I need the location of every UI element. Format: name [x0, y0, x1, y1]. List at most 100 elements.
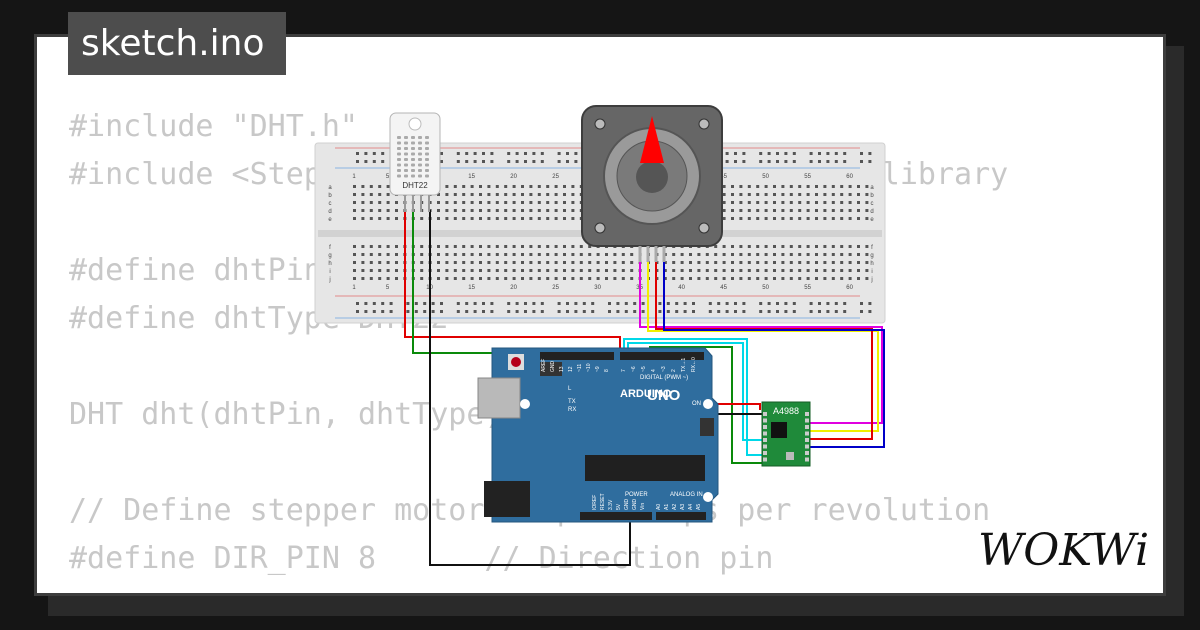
pin-label: A0	[656, 504, 662, 510]
column-number: 55	[804, 285, 811, 291]
pin-label: GND	[624, 499, 630, 511]
pin-label: ~5	[641, 366, 647, 372]
pin-label: A4	[688, 504, 694, 510]
row-letter: a	[328, 185, 332, 191]
column-number: 20	[510, 285, 517, 291]
column-number: 30	[594, 285, 601, 291]
pin-label: 8	[604, 369, 610, 372]
led-label-tx: TX	[568, 399, 576, 405]
row-letter: i	[871, 269, 872, 275]
column-number: 45	[720, 285, 727, 291]
dht-vent-grid	[397, 136, 429, 178]
row-letter: c	[871, 201, 874, 207]
usb-port	[477, 377, 521, 419]
pin-label: A1	[664, 504, 670, 510]
led-label-rx: RX	[568, 407, 576, 413]
file-title-tab[interactable]: sketch.ino	[68, 12, 286, 75]
pin-label: 4	[651, 369, 657, 372]
pin-label: 12	[568, 366, 574, 372]
wire-cyan-a	[623, 338, 765, 456]
column-number: 50	[762, 174, 769, 180]
pin-label: ~11	[577, 364, 583, 372]
pin-label: A3	[680, 504, 686, 510]
reset-button[interactable]	[511, 357, 521, 367]
pin-label: IOREF	[592, 495, 598, 510]
motor-shaft	[636, 161, 668, 193]
motor-needle-icon	[640, 116, 664, 163]
row-letter: h	[870, 261, 873, 267]
column-number: 55	[804, 174, 811, 180]
row-letter: g	[870, 253, 873, 259]
row-letter: e	[870, 217, 874, 223]
wokwi-logo-text: WOKWi	[978, 525, 1149, 575]
arduino-brand-logo: ARDUINO	[620, 388, 672, 400]
row-letter: d	[870, 209, 873, 215]
pin-label: ~10	[586, 363, 592, 372]
column-number: 40	[678, 285, 685, 291]
column-number: 20	[510, 174, 517, 180]
pin-label: A2	[672, 504, 678, 510]
column-number: 50	[762, 285, 769, 291]
a4988-driver[interactable]: A4988	[761, 401, 811, 467]
column-number: 60	[846, 285, 853, 291]
driver-pins	[763, 412, 809, 462]
wire-magenta-motor	[639, 260, 883, 424]
analog-label: ANALOG IN	[670, 492, 703, 498]
on-led-label: ON	[692, 401, 701, 407]
power-label: POWER	[625, 492, 648, 498]
column-number: 45	[720, 174, 727, 180]
row-letter: c	[329, 201, 332, 207]
pin-label: ~9	[595, 366, 601, 372]
wokwi-logo[interactable]: WOKWi	[978, 525, 1150, 575]
code-line: #define DIR_PIN 8 // Direction pin	[69, 541, 774, 576]
wire-blue-motor	[663, 260, 885, 448]
pin-label: ~3	[661, 366, 667, 372]
row-letter: h	[328, 261, 331, 267]
column-number: 1	[352, 285, 356, 291]
pin-label: 2	[671, 369, 677, 372]
arduino-model: UNO	[647, 387, 681, 404]
pin-label: RESET	[600, 493, 606, 510]
pin-label: 3.3V	[608, 499, 614, 510]
digital-label: DIGITAL (PWM ~)	[640, 375, 688, 381]
pin-label: GND	[632, 499, 638, 511]
column-number: 25	[552, 174, 559, 180]
pin-label: TX→1	[681, 358, 687, 372]
column-number: 25	[552, 285, 559, 291]
row-letter: i	[329, 269, 330, 275]
column-number: 5	[386, 285, 390, 291]
pin-label: ~6	[631, 366, 637, 372]
row-letter: j	[870, 277, 872, 283]
pin-label: 5V	[616, 503, 622, 510]
dht22-sensor[interactable]: DHT22	[389, 112, 441, 212]
row-letter: g	[328, 253, 331, 259]
arduino-uno-board[interactable]: ARDUINO UNO DIGITAL (PWM ~) POWER ANALOG…	[477, 347, 719, 523]
row-letter: d	[328, 209, 331, 215]
code-line: #include "DHT.h"	[69, 109, 358, 144]
pin-label: RX←0	[691, 357, 697, 372]
stepper-motor[interactable]	[581, 105, 723, 262]
pin-label: 13	[559, 366, 565, 372]
column-number: 5	[386, 174, 390, 180]
column-number: 15	[468, 285, 475, 291]
code-line: #define STEP_PIN 9 // Step pin	[69, 583, 1008, 593]
driver-label: A4988	[773, 406, 799, 416]
wire-black-dht-gnd	[429, 210, 631, 566]
column-number: 15	[468, 174, 475, 180]
row-letter: b	[870, 193, 874, 199]
row-letter: b	[328, 193, 332, 199]
pin-label: AREF	[541, 359, 547, 372]
row-letter: a	[870, 185, 874, 191]
breadboard-column-numbers: 1155101015152020252530303535404045455050…	[352, 174, 853, 291]
dht-label: DHT22	[402, 181, 428, 190]
row-letter: e	[328, 217, 332, 223]
atmega-chip	[585, 455, 705, 481]
row-letter: j	[328, 277, 330, 283]
power-jack	[484, 481, 530, 517]
row-letter: f	[871, 245, 873, 251]
pin-label: A5	[696, 504, 702, 510]
